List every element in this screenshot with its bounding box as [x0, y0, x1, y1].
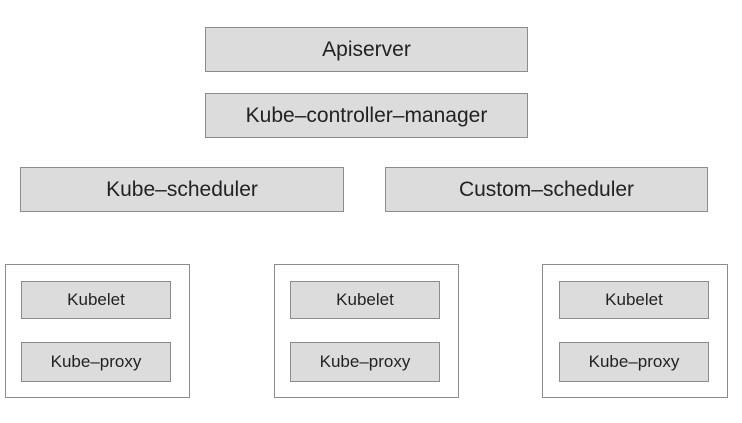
apiserver-box: Apiserver	[205, 27, 528, 72]
kube-proxy-label: Kube–proxy	[50, 352, 142, 371]
kube-scheduler-label: Kube–scheduler	[106, 177, 258, 201]
apiserver-label: Apiserver	[322, 37, 411, 61]
controller-manager-box: Kube–controller–manager	[205, 93, 528, 138]
kube-proxy-label: Kube–proxy	[319, 352, 411, 371]
kubelet-label: Kubelet	[605, 290, 663, 309]
kube-proxy-box: Kube–proxy	[21, 342, 171, 382]
kubelet-box: Kubelet	[559, 281, 709, 319]
kubelet-label: Kubelet	[336, 290, 394, 309]
custom-scheduler-box: Custom–scheduler	[385, 167, 708, 212]
kubelet-box: Kubelet	[290, 281, 440, 319]
worker-node-3: Kubelet Kube–proxy	[542, 264, 728, 398]
kubelet-box: Kubelet	[21, 281, 171, 319]
kube-proxy-label: Kube–proxy	[588, 352, 680, 371]
kube-proxy-box: Kube–proxy	[290, 342, 440, 382]
kubelet-label: Kubelet	[67, 290, 125, 309]
custom-scheduler-label: Custom–scheduler	[458, 177, 635, 201]
kube-proxy-box: Kube–proxy	[559, 342, 709, 382]
worker-node-2: Kubelet Kube–proxy	[274, 264, 459, 398]
worker-node-1: Kubelet Kube–proxy	[5, 264, 190, 398]
kube-scheduler-box: Kube–scheduler	[20, 167, 344, 212]
controller-manager-label: Kube–controller–manager	[245, 103, 488, 127]
